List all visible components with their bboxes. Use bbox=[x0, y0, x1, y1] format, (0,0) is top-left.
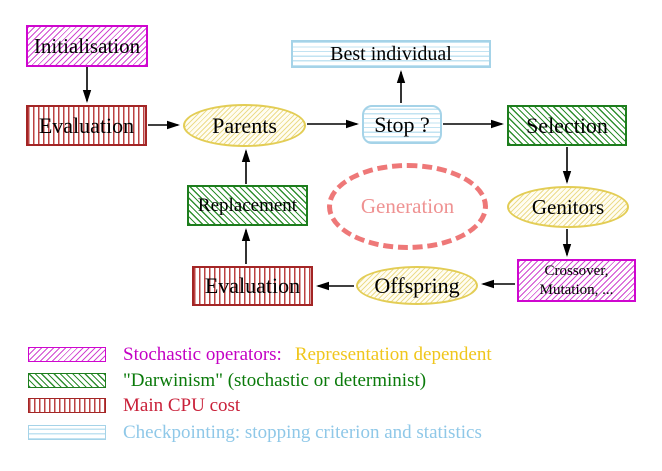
legend-item-main-cpu-cost: Main CPU cost bbox=[123, 396, 240, 416]
node-genitors-label: Genitors bbox=[531, 194, 605, 219]
node-stop-label: Stop ? bbox=[374, 111, 430, 137]
node-evaluation-top: Evaluation bbox=[26, 105, 147, 146]
legend-swatch-cyan-hatch bbox=[28, 425, 106, 440]
node-replacement: Replacement bbox=[187, 185, 308, 226]
node-evaluation-bottom: Evaluation bbox=[192, 266, 313, 306]
node-selection: Selection bbox=[507, 105, 627, 146]
legend-swatch-red-hatch bbox=[28, 398, 106, 413]
node-selection-label: Selection bbox=[526, 112, 608, 138]
legend-item-stochastic-operators: Stochastic operators: Representation depe… bbox=[123, 345, 492, 365]
legend-item-darwinism: "Darwinism" (stochastic or determinist) bbox=[123, 371, 426, 391]
node-best-individual: Best individual bbox=[291, 40, 491, 68]
legend-item-checkpointing: Checkpointing: stopping criterion and st… bbox=[123, 423, 482, 443]
node-initialisation: Initialisation bbox=[26, 25, 148, 67]
node-genitors: Genitors bbox=[507, 186, 629, 228]
node-replacement-label: Replacement bbox=[197, 195, 298, 216]
legend-label-stochastic-operators: Stochastic operators: bbox=[123, 344, 282, 365]
node-crossover-line2: Mutation, ... bbox=[539, 281, 614, 298]
node-crossover-line1: Crossover, bbox=[544, 262, 609, 279]
legend-label-main-cpu-cost: Main CPU cost bbox=[123, 395, 241, 416]
legend-label-checkpointing: Checkpointing: stopping criterion and st… bbox=[123, 422, 482, 443]
node-parents-label: Parents bbox=[212, 112, 277, 138]
generation-cycle-ellipse: Generation bbox=[327, 163, 488, 250]
node-stop: Stop ? bbox=[362, 105, 442, 144]
generation-label: Generation bbox=[360, 194, 455, 218]
node-crossover-mutation: Crossover, Mutation, ... bbox=[517, 259, 636, 302]
legend-swatch-green-hatch bbox=[28, 373, 106, 388]
node-evaluation-top-label: Evaluation bbox=[38, 112, 135, 138]
node-offspring-label: Offspring bbox=[374, 272, 460, 298]
legend-label-representation-dependent: Representation dependent bbox=[294, 344, 492, 365]
node-evaluation-bottom-label: Evaluation bbox=[204, 273, 301, 298]
legend-label-darwinism: "Darwinism" (stochastic or determinist) bbox=[123, 370, 427, 391]
node-best-individual-label: Best individual bbox=[330, 43, 452, 65]
node-parents: Parents bbox=[183, 104, 306, 147]
legend-swatch-magenta-hatch bbox=[28, 347, 106, 362]
node-initialisation-label: Initialisation bbox=[33, 33, 141, 58]
node-offspring: Offspring bbox=[356, 266, 478, 305]
